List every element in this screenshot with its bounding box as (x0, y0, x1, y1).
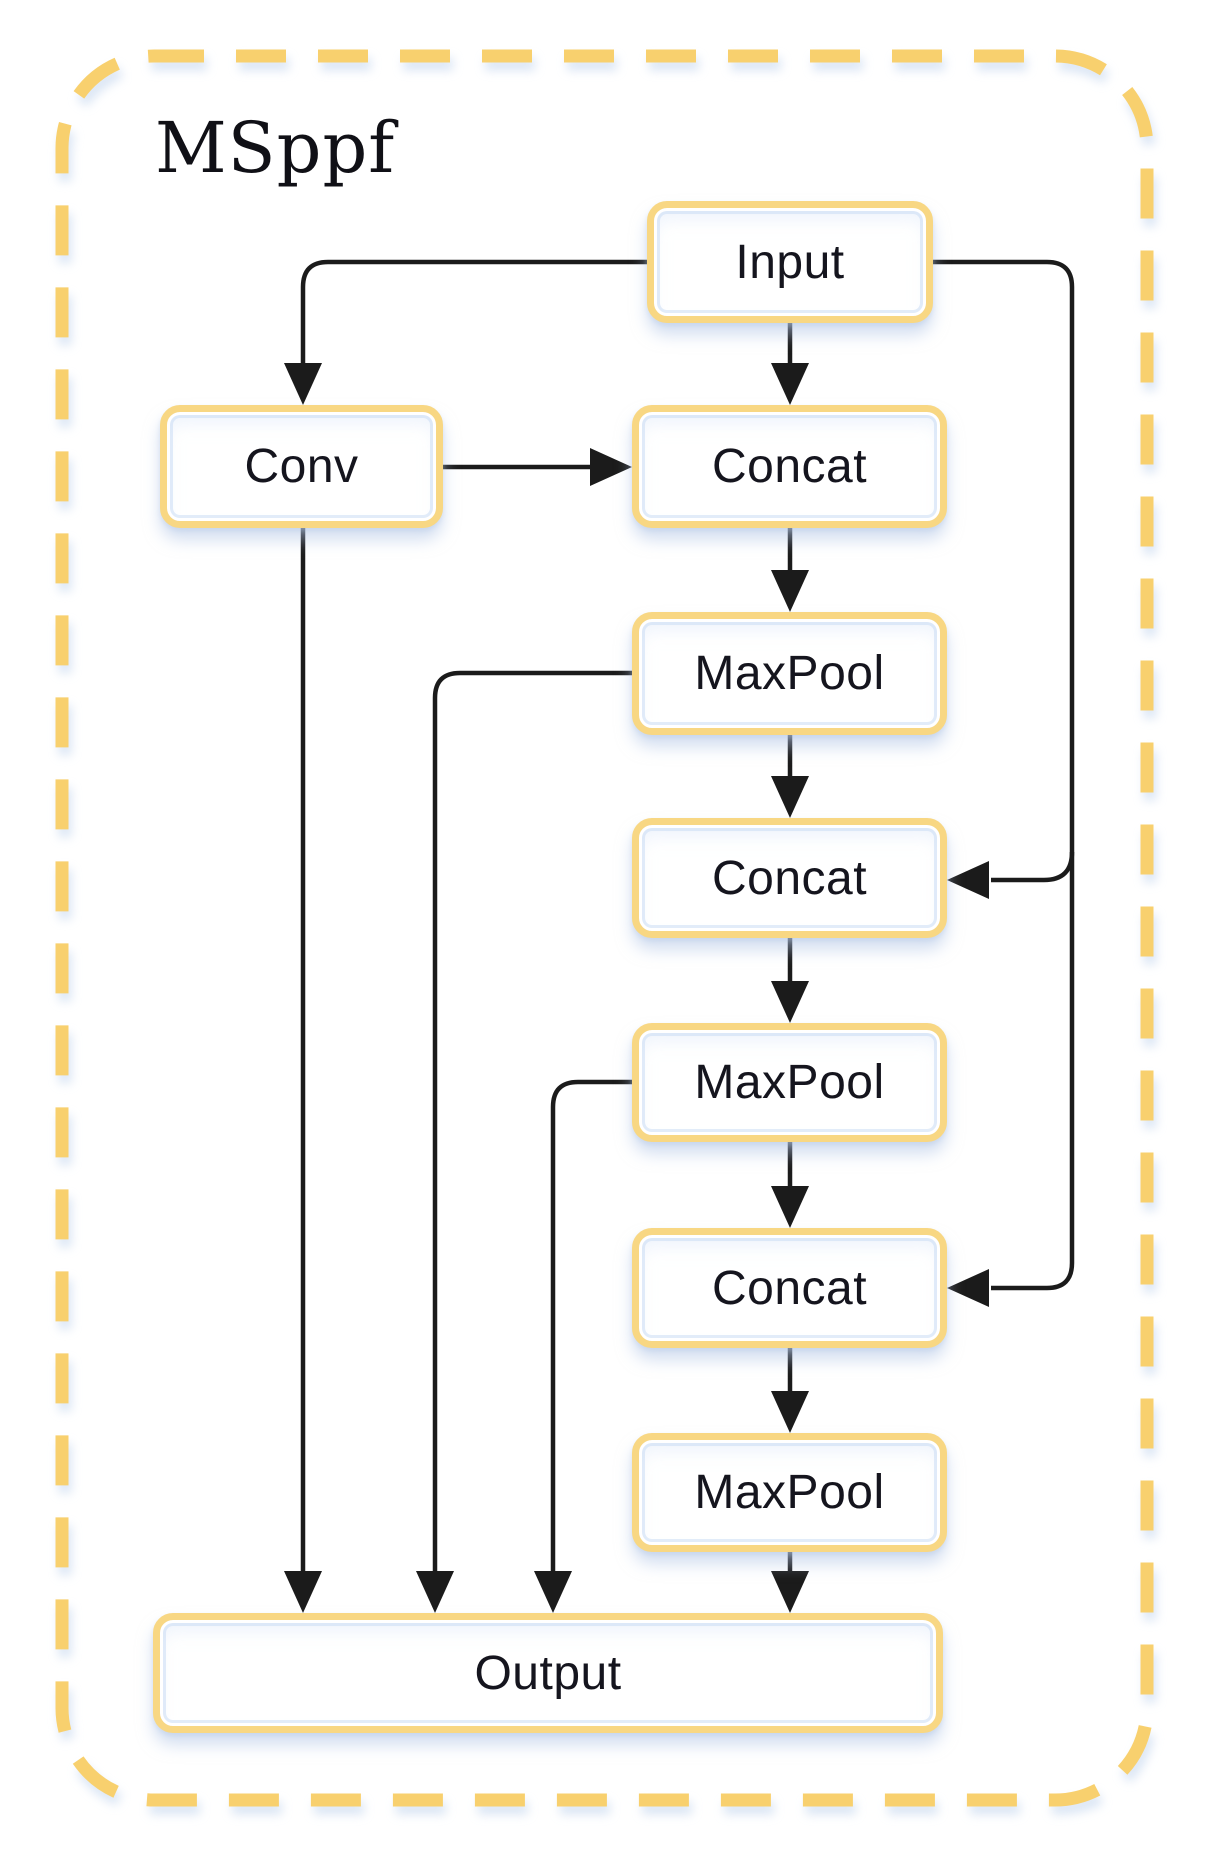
node-maxpool-3: MaxPool (632, 1433, 947, 1552)
edge-conv-concat1 (443, 448, 632, 486)
node-maxpool-2-label: MaxPool (694, 1056, 885, 1109)
node-maxpool-1-label: MaxPool (694, 647, 885, 700)
node-concat-2: Concat (632, 818, 947, 938)
node-maxpool-2: MaxPool (632, 1023, 947, 1142)
edge-input-conv (284, 259, 647, 405)
edge-maxpool2-concat3 (771, 1142, 809, 1228)
edge-concat2-maxpool2 (771, 938, 809, 1023)
diagram-title: MSppf (155, 107, 396, 189)
edge-input-concat2 (947, 851, 1075, 899)
edge-concat1-maxpool1 (771, 528, 809, 612)
edge-concat3-maxpool3 (771, 1348, 809, 1433)
node-conv-label: Conv (244, 440, 359, 493)
edge-conv-output (284, 528, 322, 1613)
edge-input-concat1 (771, 323, 809, 405)
frame-shadow (58, 57, 1157, 1815)
edge-maxpool1-concat2 (771, 735, 809, 818)
node-maxpool-1: MaxPool (632, 612, 947, 735)
node-concat-1-label: Concat (711, 440, 868, 493)
node-concat-2-label: Concat (711, 851, 868, 905)
node-maxpool-3-label: MaxPool (694, 1466, 885, 1519)
dashed-frame (55, 49, 1154, 1807)
node-output: Output (153, 1613, 943, 1733)
node-concat-3-label: Concat (711, 1261, 868, 1315)
node-output-label: Output (474, 1646, 622, 1700)
edge-maxpool3-output (771, 1552, 809, 1613)
node-input: Input (647, 201, 933, 323)
node-concat-1: Concat (632, 405, 947, 528)
node-conv: Conv (160, 405, 443, 528)
edge-maxpool1-output (416, 670, 632, 1613)
node-input-label: Input (735, 235, 845, 289)
node-concat-3: Concat (632, 1228, 947, 1348)
edge-maxpool2-output (534, 1079, 632, 1613)
edge-input-concat3 (933, 259, 1075, 1307)
